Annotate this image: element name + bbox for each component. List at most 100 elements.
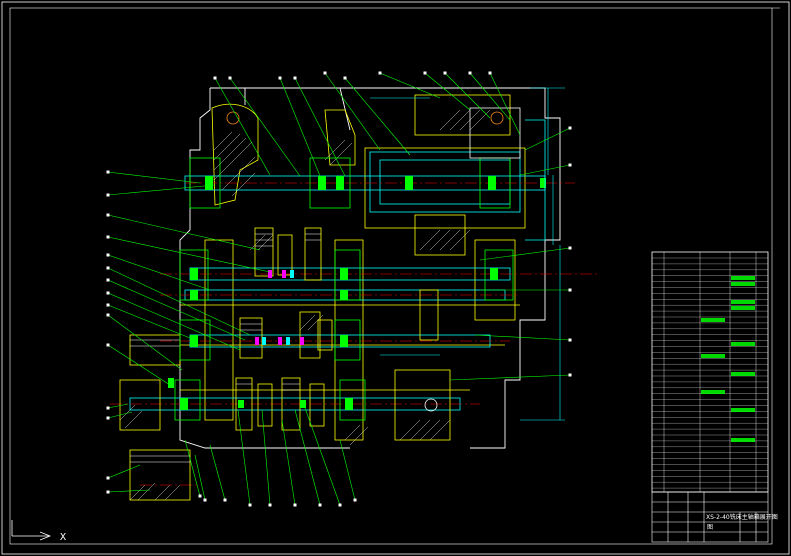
leader-end-marker	[106, 235, 110, 239]
leader-line	[449, 374, 571, 381]
leader-end-marker	[106, 476, 110, 480]
bom-highlight-cell	[701, 354, 725, 358]
leader-line	[107, 184, 216, 196]
leader-line	[379, 72, 441, 99]
leader-line	[489, 72, 521, 136]
leader-end-marker	[198, 494, 202, 498]
leader-end-marker	[468, 71, 472, 75]
leader-end-marker	[213, 76, 217, 80]
leader-line	[524, 127, 571, 151]
leader-end-marker	[338, 503, 342, 507]
gears	[119, 214, 466, 501]
leader-end-marker	[106, 278, 110, 282]
leader-end-marker	[568, 373, 572, 377]
section-hatching	[119, 109, 491, 501]
bom-highlight-cell	[701, 318, 725, 322]
leader-end-marker	[223, 498, 227, 502]
bom-table	[651, 251, 769, 493]
leader-line	[107, 236, 271, 273]
leader-end-marker	[248, 503, 252, 507]
ucs-icon	[11, 520, 52, 541]
leader-line	[107, 411, 133, 419]
leader-end-marker	[106, 291, 110, 295]
sheet-number: 图	[707, 524, 713, 531]
bom-highlight-cell	[701, 390, 725, 394]
leader-end-marker	[443, 71, 447, 75]
leader-end-marker	[268, 503, 272, 507]
leader-end-marker	[228, 76, 232, 80]
leader-end-marker	[568, 163, 572, 167]
leader-end-marker	[106, 490, 110, 494]
leader-end-marker	[106, 406, 110, 410]
bom-highlight-cell	[731, 306, 755, 310]
bom-highlight-cell	[731, 408, 755, 412]
leader-end-marker	[106, 266, 110, 270]
casting-walls	[180, 94, 526, 441]
leader-line	[107, 304, 196, 341]
leader-end-marker	[293, 503, 297, 507]
leader-line	[194, 454, 206, 501]
leader-line	[107, 279, 246, 341]
leader-end-marker	[106, 193, 110, 197]
leader-line	[209, 444, 226, 501]
leader-line	[294, 77, 346, 177]
dimension-lines	[370, 87, 565, 421]
leader-line	[424, 72, 471, 111]
gear-teeth	[130, 233, 321, 463]
leader-line	[107, 403, 129, 409]
leader-line	[339, 439, 356, 501]
leader-end-marker	[293, 76, 297, 80]
leader-line	[107, 489, 151, 493]
leader-end-marker	[106, 416, 110, 420]
leader-end-marker	[323, 71, 327, 75]
leader-line	[294, 409, 321, 506]
leader-line	[107, 254, 211, 291]
leader-line	[519, 164, 571, 176]
leader-line	[479, 247, 571, 261]
leader-end-marker	[568, 288, 572, 292]
leader-line	[344, 77, 411, 156]
leader-end-marker	[278, 76, 282, 80]
leader-lines	[106, 71, 572, 507]
leader-end-marker	[106, 253, 110, 257]
bom-highlight-cell	[731, 276, 755, 280]
leader-line	[281, 419, 296, 506]
leader-end-marker	[106, 170, 110, 174]
leader-line	[261, 409, 271, 506]
leader-line	[184, 439, 201, 497]
leader-end-marker	[106, 303, 110, 307]
leader-end-marker	[488, 71, 492, 75]
shafts	[129, 151, 546, 411]
leader-line	[279, 77, 321, 177]
leader-line	[469, 72, 511, 121]
leader-end-marker	[343, 76, 347, 80]
leader-end-marker	[568, 338, 572, 342]
leader-line	[107, 314, 183, 371]
ucs-x-label: X	[60, 532, 66, 543]
leader-end-marker	[203, 498, 207, 502]
leader-line	[324, 72, 381, 151]
leader-line	[474, 334, 571, 341]
leader-end-marker	[378, 71, 382, 75]
leader-line	[107, 171, 201, 184]
bom-highlight-cell	[731, 300, 755, 304]
leader-line	[107, 292, 241, 351]
spindle-nose	[226, 107, 546, 412]
leader-end-marker	[353, 498, 357, 502]
leader-line	[304, 407, 341, 506]
bom-highlight-cell	[731, 282, 755, 286]
leader-end-marker	[423, 71, 427, 75]
drawing-title: XS-2-40铣床主轴箱展开图	[706, 513, 778, 521]
title-block	[651, 491, 769, 543]
leader-line	[229, 77, 301, 177]
leader-line	[444, 72, 491, 119]
leader-end-marker	[106, 313, 110, 317]
leader-end-marker	[106, 213, 110, 217]
leader-line	[237, 409, 251, 506]
leader-end-marker	[106, 343, 110, 347]
leader-line	[107, 214, 261, 251]
leader-line	[214, 77, 271, 176]
leader-line	[107, 464, 141, 479]
